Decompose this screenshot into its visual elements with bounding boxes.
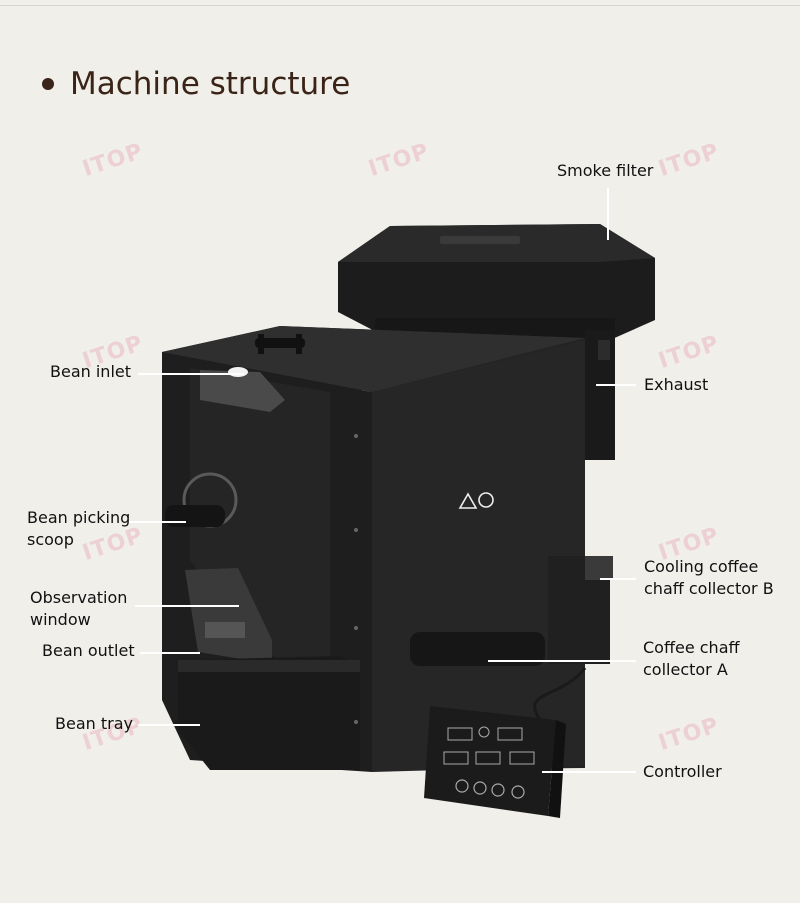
label-exhaust: Exhaust	[644, 375, 709, 394]
label-bean-outlet: Bean outlet	[42, 641, 135, 660]
lid-handle	[255, 338, 305, 348]
bean-picking-scoop	[165, 505, 225, 527]
top-divider	[0, 5, 800, 6]
bean-inlet-hopper	[200, 370, 285, 412]
leader-line-bean-picking-scoop	[128, 521, 186, 523]
leader-line-coffee-chaff-a	[488, 660, 636, 662]
leader-line-exhaust	[596, 384, 636, 386]
bean-tray	[178, 656, 360, 770]
leader-line-observation-window	[135, 605, 239, 607]
leader-line-bean-outlet	[140, 652, 200, 654]
label-smoke-filter: Smoke filter	[557, 161, 654, 180]
leader-line-bean-inlet	[138, 373, 244, 375]
label-bean-inlet: Bean inlet	[50, 362, 131, 381]
label-controller: Controller	[643, 762, 722, 781]
leader-line-smoke-filter	[607, 188, 609, 240]
leader-line-cooling-chaff-b	[600, 578, 636, 580]
label-cooling-chaff-collector-b: Cooling coffee chaff collector B	[644, 557, 774, 598]
label-bean-tray: Bean tray	[55, 714, 133, 733]
leader-line-bean-tray	[138, 724, 200, 726]
bullet-icon	[42, 78, 54, 90]
no-touch-icon	[478, 492, 494, 508]
leader-line-controller	[542, 771, 636, 773]
label-observation-window: Observation window	[30, 588, 128, 629]
label-bean-picking-scoop: Bean picking scoop	[27, 508, 131, 549]
label-coffee-chaff-collector-a: Coffee chaff collector A	[643, 638, 740, 679]
warning-icon	[458, 492, 478, 509]
observation-window	[185, 568, 272, 664]
heading-text: Machine structure	[70, 66, 351, 102]
section-heading: Machine structure	[42, 66, 350, 102]
